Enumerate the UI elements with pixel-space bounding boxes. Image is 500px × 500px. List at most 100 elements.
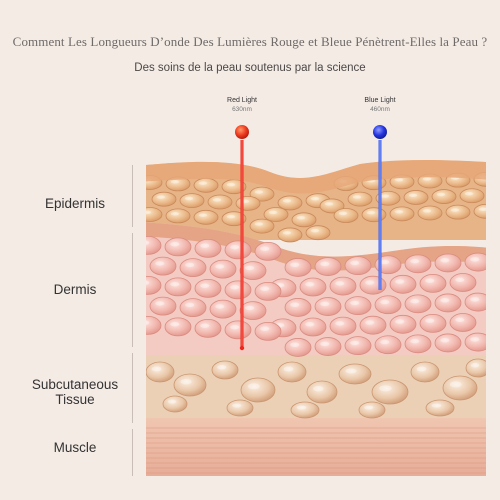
epidermis-cell — [459, 188, 485, 204]
subcutaneous-label-text: Subcutaneous Tissue — [31, 377, 119, 407]
dermis-cell-highlight — [245, 265, 255, 271]
epidermis-cell-highlight — [422, 209, 432, 213]
epidermis-cell-highlight — [310, 228, 320, 233]
epidermis-cell-highlight — [184, 196, 194, 201]
epidermis-cell — [277, 227, 303, 243]
dermis-cell — [254, 281, 282, 301]
dermis-cell-highlight — [455, 277, 465, 283]
dermis-cell-highlight — [305, 282, 315, 287]
subcutaneous-cells — [146, 358, 486, 419]
dermis-cell-highlight — [380, 339, 390, 345]
epidermis-cell-highlight — [198, 213, 208, 217]
dermis-cell-highlight — [470, 297, 480, 302]
dermis-cell-highlight — [335, 281, 345, 286]
dermis-cell-highlight — [380, 299, 390, 305]
dermis-cell — [224, 240, 252, 260]
dermis-cell-highlight — [410, 338, 420, 344]
dermis-cell — [419, 314, 447, 333]
dermis-cell-highlight — [200, 283, 210, 288]
fat-cell — [465, 358, 486, 378]
fat-cell — [146, 361, 175, 383]
skin-block — [146, 160, 486, 476]
epidermis-cell — [417, 205, 443, 221]
dermis-cell — [194, 238, 222, 258]
dermis-cell-highlight — [260, 326, 270, 331]
dermis-cell-highlight — [425, 278, 435, 283]
dermis-cell — [314, 337, 342, 356]
epidermis-cell — [146, 207, 163, 222]
page-subtitle: Des soins de la peau soutenus par la sci… — [134, 62, 366, 74]
epidermis-cell-highlight — [366, 210, 376, 215]
epidermis-cell-highlight — [310, 196, 320, 201]
epidermis-cell-highlight — [212, 198, 222, 202]
fat-cell-highlight — [180, 378, 192, 385]
dermis-cell-highlight — [230, 244, 240, 250]
red-light-end-marker — [239, 345, 245, 351]
fat-cell-highlight — [379, 385, 392, 392]
dermis-cell — [404, 254, 432, 274]
fat-cell — [306, 380, 338, 404]
dermis-cell-highlight — [200, 323, 210, 328]
epidermis-cell — [207, 194, 233, 210]
epidermis-cell — [151, 191, 177, 207]
epidermis-cell-highlight — [282, 231, 292, 235]
epidermis-cell — [249, 186, 275, 202]
fat-cell — [338, 363, 372, 385]
epidermis-cell — [277, 195, 303, 211]
fat-cell-highlight — [217, 365, 227, 370]
epidermis-cell — [431, 189, 457, 204]
dermis-cell — [179, 298, 207, 318]
dermis-cell — [404, 294, 432, 314]
dermis-cell — [194, 318, 222, 338]
dermis-cell-highlight — [350, 260, 360, 266]
red-light-label: Red Light 630nm — [212, 96, 272, 114]
epidermis-cell-highlight — [226, 182, 236, 187]
red-light-source-icon — [235, 125, 249, 139]
dermis-cell — [254, 321, 282, 341]
epidermis-cell — [193, 209, 219, 225]
fat-cell — [371, 379, 409, 405]
fat-cell-highlight — [232, 403, 242, 408]
epidermis-cell-highlight — [198, 181, 208, 185]
epidermis-cell-highlight — [464, 191, 474, 196]
dermis-cell — [464, 252, 486, 272]
epidermis-cell — [333, 208, 359, 223]
stratum-corneum — [146, 160, 486, 194]
dermis-cell-highlight — [155, 261, 165, 266]
dermis-cell-highlight — [425, 318, 435, 323]
label-divider-subcutaneous — [132, 353, 133, 423]
dermis-cell-highlight — [335, 321, 345, 326]
blue-light-label: Blue Light 460nm — [350, 96, 410, 114]
epidermis-cell-highlight — [436, 192, 446, 197]
epidermis-cell-highlight — [156, 195, 166, 199]
dermis-cell-highlight — [320, 261, 330, 267]
dermis-cell — [224, 320, 252, 340]
dermis-cell-highlight — [245, 305, 255, 311]
fat-cell-highlight — [313, 385, 324, 392]
dermis-cell — [449, 273, 477, 292]
red-light-wavelength: 630nm — [232, 106, 252, 113]
fat-cell-highlight — [345, 368, 357, 374]
dermis-cell — [464, 332, 486, 352]
dermis-cell-highlight — [365, 280, 375, 285]
dermis-cell-highlight — [230, 324, 240, 330]
epidermis-cell-highlight — [254, 190, 264, 194]
epidermis-cell — [403, 190, 429, 205]
dermis-cell — [209, 299, 237, 319]
epidermis-cell-highlight — [408, 193, 418, 198]
dermis-cell-highlight — [395, 319, 405, 324]
epidermis-cell-highlight — [268, 210, 278, 215]
dermis-cell-highlight — [200, 243, 210, 248]
dermis-cell — [434, 293, 462, 313]
dermis-cell — [344, 296, 372, 316]
epidermis-cell-highlight — [422, 177, 432, 181]
dermis-cell-highlight — [440, 258, 450, 263]
dermis-cell — [149, 256, 177, 276]
dermis-cell-highlight — [290, 262, 300, 268]
dermis-cell-highlight — [260, 246, 270, 251]
muscle-label: Muscle — [53, 440, 97, 455]
dermis-cell — [284, 338, 312, 357]
basal-membrane — [146, 222, 486, 271]
epidermis-cell-highlight — [352, 195, 362, 199]
